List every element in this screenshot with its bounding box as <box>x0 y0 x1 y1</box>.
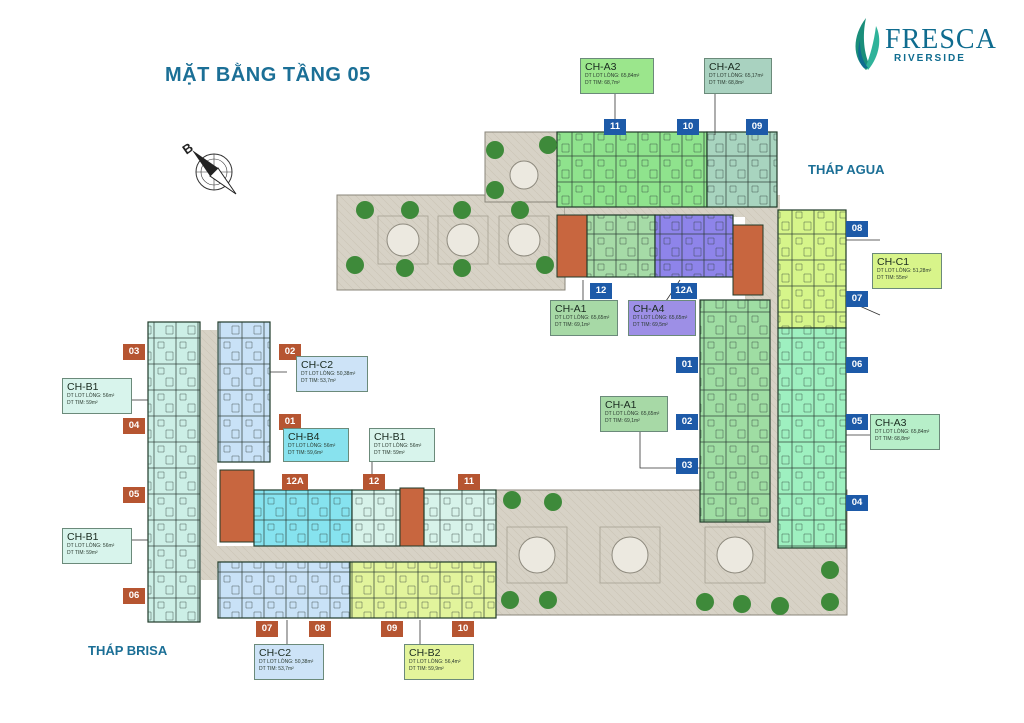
unit-number-tag: 03 <box>676 458 698 474</box>
unit-number-tag: 02 <box>676 414 698 430</box>
unit-number-tag: 05 <box>123 487 145 503</box>
unit-number-tag: 11 <box>458 474 480 490</box>
unit-number-tag: 09 <box>381 621 403 637</box>
compass-icon <box>192 150 237 195</box>
unit-number-tag: 11 <box>604 119 626 135</box>
unit-number-tag: 12A <box>671 283 697 299</box>
unit-number-tag: 12 <box>363 474 385 490</box>
unit-number-tag: 04 <box>846 495 868 511</box>
unit-number-tag: 06 <box>846 357 868 373</box>
unit-number-tag: 12A <box>282 474 308 490</box>
unit-number-tag: 07 <box>846 291 868 307</box>
unit-number-tag: 07 <box>256 621 278 637</box>
tower-agua-label: THÁP AGUA <box>808 162 885 177</box>
unit-number-tag: 05 <box>846 414 868 430</box>
unit-number-tag: 01 <box>676 357 698 373</box>
unit-number-tag: 12 <box>590 283 612 299</box>
unit-number-tag: 06 <box>123 588 145 604</box>
unit-number-tag: 01 <box>279 414 301 430</box>
page-title: MẶT BẰNG TẦNG 05 <box>165 64 371 86</box>
leaf-logo-icon <box>855 18 880 70</box>
unit-number-tag: 03 <box>123 344 145 360</box>
logo-name: FRESCA <box>885 24 997 55</box>
logo-subtitle: RIVERSIDE <box>894 53 966 64</box>
unit-number-tag: 08 <box>846 221 868 237</box>
unit-number-tag: 04 <box>123 418 145 434</box>
tower-brisa-label: THÁP BRISA <box>88 643 168 658</box>
unit-number-tag: 10 <box>677 119 699 135</box>
unit-number-tag: 08 <box>309 621 331 637</box>
unit-number-tag: 10 <box>452 621 474 637</box>
unit-number-tag: 09 <box>746 119 768 135</box>
unit-number-tag: 02 <box>279 344 301 360</box>
